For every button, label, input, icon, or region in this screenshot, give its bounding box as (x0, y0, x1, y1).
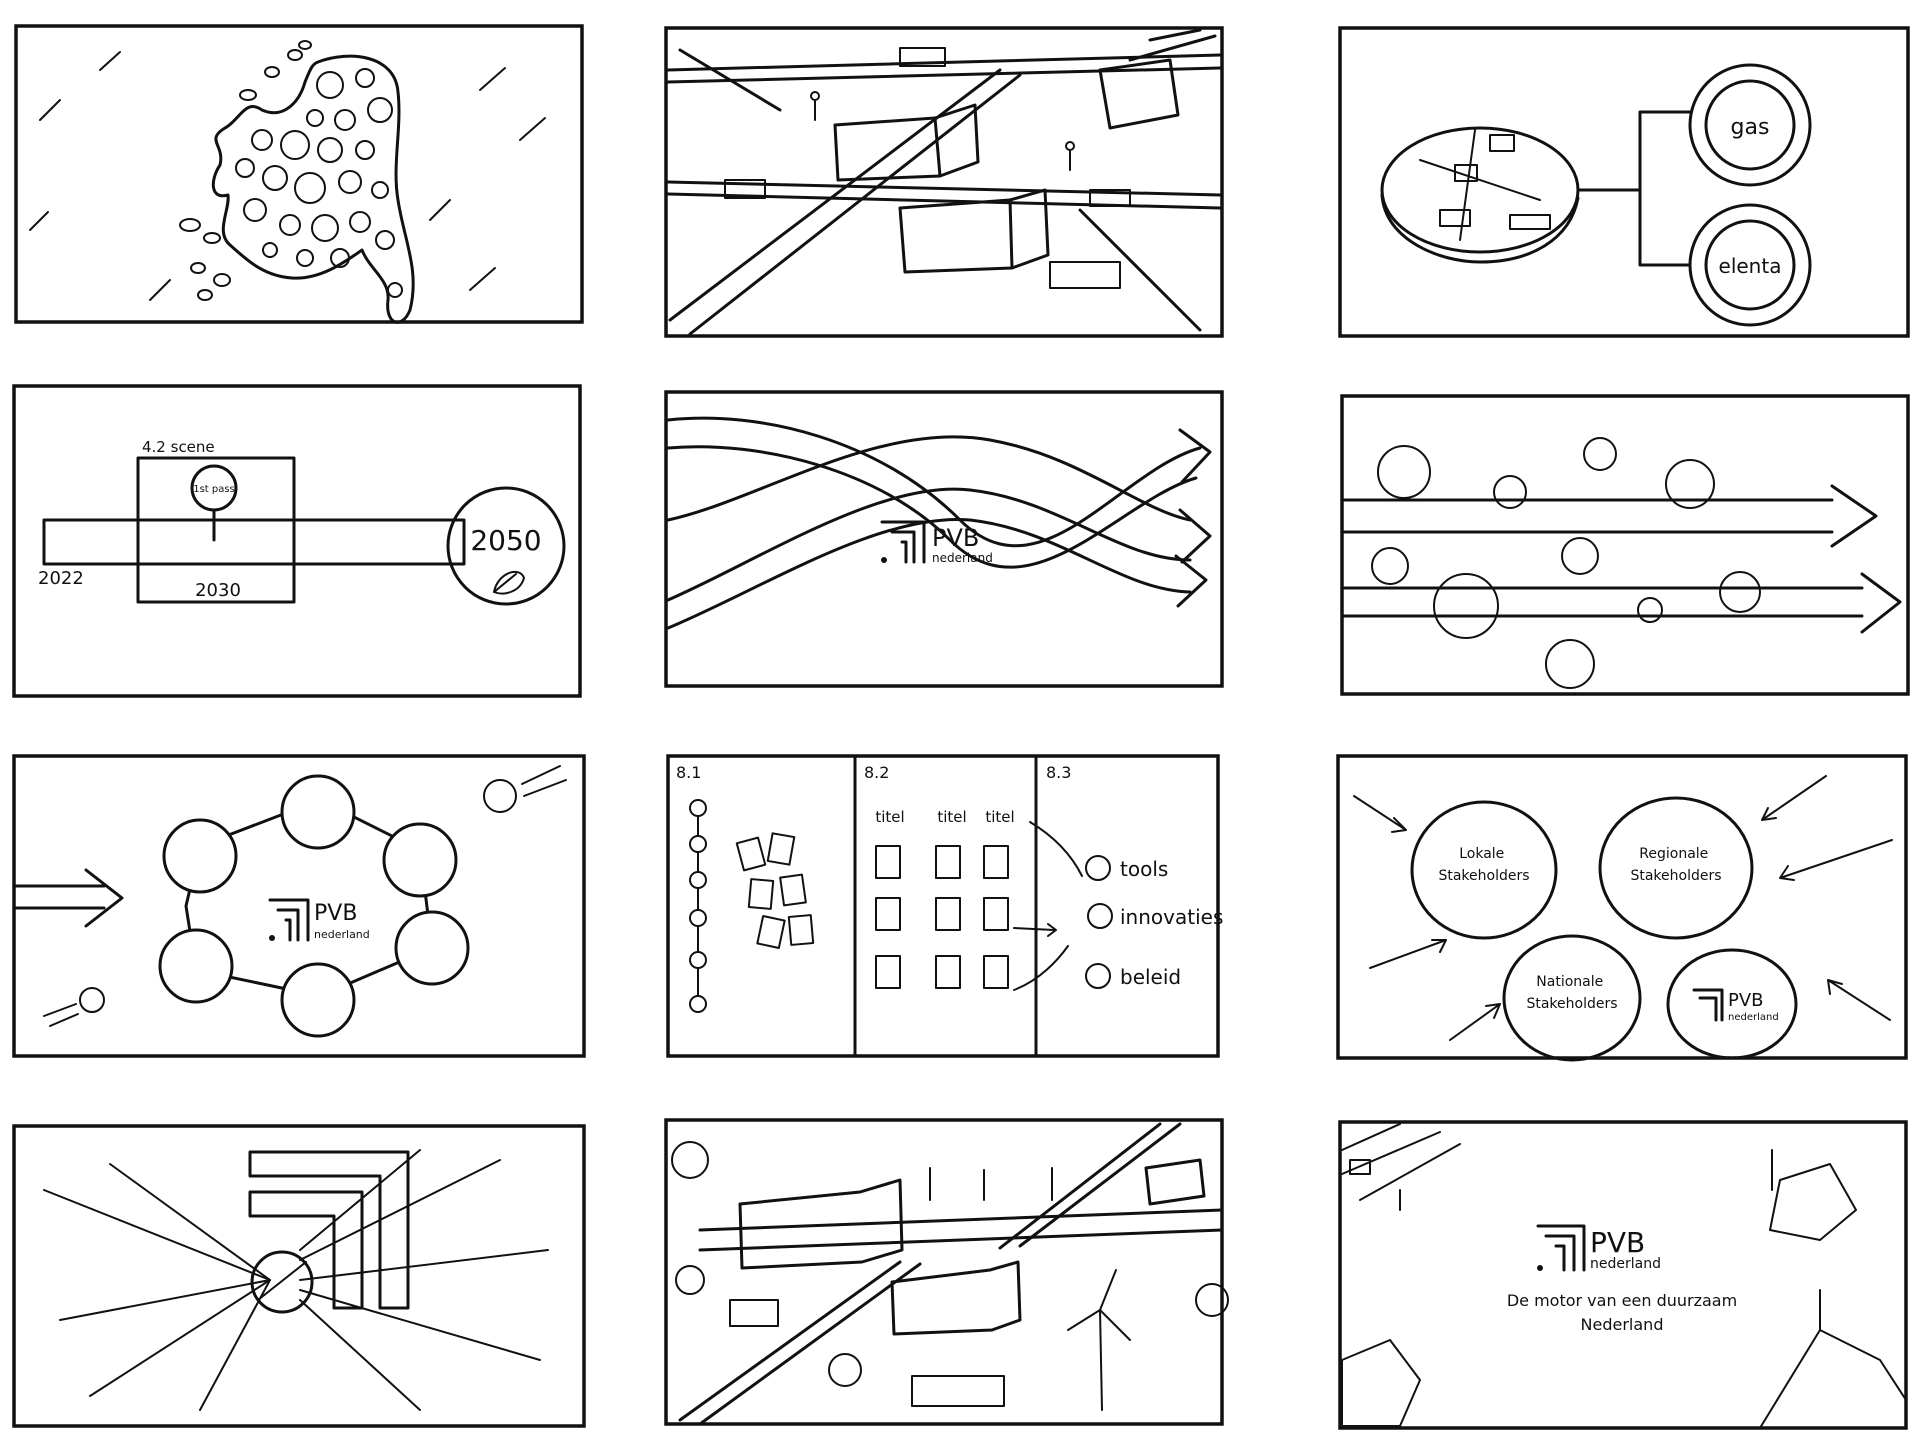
bubble-3-line2: Stakeholders (1526, 996, 1617, 1012)
bubble-1-line2: Stakeholders (1438, 868, 1529, 884)
trees-vehicles (671, 1141, 1229, 1407)
logo-sub: nederland (932, 551, 993, 565)
logo-main: PVB (1590, 1226, 1645, 1259)
arrow-lanes (1342, 484, 1902, 634)
frame-7-network: PVB nederland (12, 754, 586, 1058)
pvb-logo-bubble: PVB nederland (1692, 988, 1779, 1023)
bubble-1-line1: Lokale (1459, 846, 1504, 862)
frame-5-braid: PVB nederland (664, 390, 1224, 688)
svg-text:Nationale Stakeholders: Nationale Stakeholders (1526, 974, 1617, 1012)
svg-text:Regionale Stakeholders: Regionale Stakeholders (1630, 846, 1721, 884)
paper-pile (735, 832, 815, 949)
frame-6-people-arrows (1340, 394, 1910, 696)
frame-3-energy: gas elenta (1338, 26, 1910, 338)
braided-arrows (666, 416, 1212, 630)
pvb-logo: PVB nederland (880, 520, 993, 565)
frame-2-industry (664, 26, 1224, 338)
incoming-arrows (1353, 775, 1893, 1041)
stakeholder-bubbles (1410, 796, 1798, 1062)
frame-10-burst (12, 1124, 586, 1428)
map-outline (211, 54, 415, 324)
frame-1-map (14, 24, 584, 324)
frame-9-stakeholders: Lokale Stakeholders Regionale Stakeholde… (1336, 754, 1908, 1062)
tagline-line2: Nederland (1581, 1315, 1664, 1334)
big-logo-mark (248, 1150, 410, 1310)
electricity-node: elenta (1688, 203, 1812, 327)
leaf-icon (493, 570, 525, 595)
buildings (833, 58, 1180, 274)
corner-scenes (1341, 1123, 1907, 1429)
section-8-1: 8.1 (676, 763, 701, 782)
svg-text:Lokale Stakeholders: Lokale Stakeholders (1438, 846, 1529, 884)
bubble-2-line2: Stakeholders (1630, 868, 1721, 884)
frame-4-timeline: 4.2 scene 1st pass 2022 2030 2050 (12, 384, 582, 698)
rays (43, 1149, 549, 1411)
bubble-3-line1: Nationale (1536, 974, 1603, 990)
city-roads (678, 1122, 1224, 1426)
item-tools: tools (1120, 857, 1168, 881)
gas-label: gas (1731, 115, 1770, 140)
elec-label: elenta (1719, 254, 1782, 278)
pvb-logo-center: PVB nederland (268, 898, 370, 942)
logo-main: PVB (932, 524, 979, 552)
arrow-in (12, 868, 124, 928)
pvb-logo-end: PVB nederland (1536, 1224, 1661, 1272)
doc-grid (875, 821, 1083, 991)
logo-sub: nederland (1728, 1012, 1779, 1023)
stakeholder-nodes (158, 774, 470, 1038)
solar-buildings (738, 1158, 1206, 1336)
frame-8-sections: 8.1 8.2 8.3 titel titel titel (666, 754, 1223, 1058)
item-innovaties: innovaties (1120, 905, 1223, 929)
map-bubbles (235, 68, 403, 298)
frame-12-endcard: PVB nederland De motor van een duurzaam … (1338, 1120, 1908, 1430)
title-2: titel (937, 808, 966, 826)
bubble-2-line1: Regionale (1639, 846, 1708, 862)
title-1: titel (875, 808, 904, 826)
section-8-3: 8.3 (1046, 763, 1071, 782)
logo-sub: nederland (314, 928, 370, 941)
logo-main: PVB (1728, 990, 1764, 1011)
first-pass-label: 1st pass (193, 484, 235, 495)
section-8-2: 8.2 (864, 763, 889, 782)
hatch-lines (29, 51, 546, 301)
frame-11-city (664, 1118, 1229, 1426)
year-2022: 2022 (38, 568, 84, 589)
year-2050: 2050 (470, 524, 541, 557)
gas-node: gas (1688, 63, 1812, 187)
item-beleid: beleid (1120, 965, 1181, 989)
logo-sub: nederland (1590, 1256, 1661, 1272)
islands (179, 40, 312, 301)
title-3: titel (985, 808, 1014, 826)
vehicles-people (724, 47, 1131, 289)
item-list: tools innovaties beleid (1085, 855, 1223, 989)
scene-label: 4.2 scene (142, 438, 215, 456)
tagline-line1: De motor van een duurzaam (1507, 1291, 1737, 1310)
people-chain (689, 799, 707, 1013)
year-2030: 2030 (195, 580, 241, 601)
logo-main: PVB (314, 901, 357, 926)
person-avatars (1371, 437, 1761, 689)
wind-turbines (929, 1167, 1131, 1411)
